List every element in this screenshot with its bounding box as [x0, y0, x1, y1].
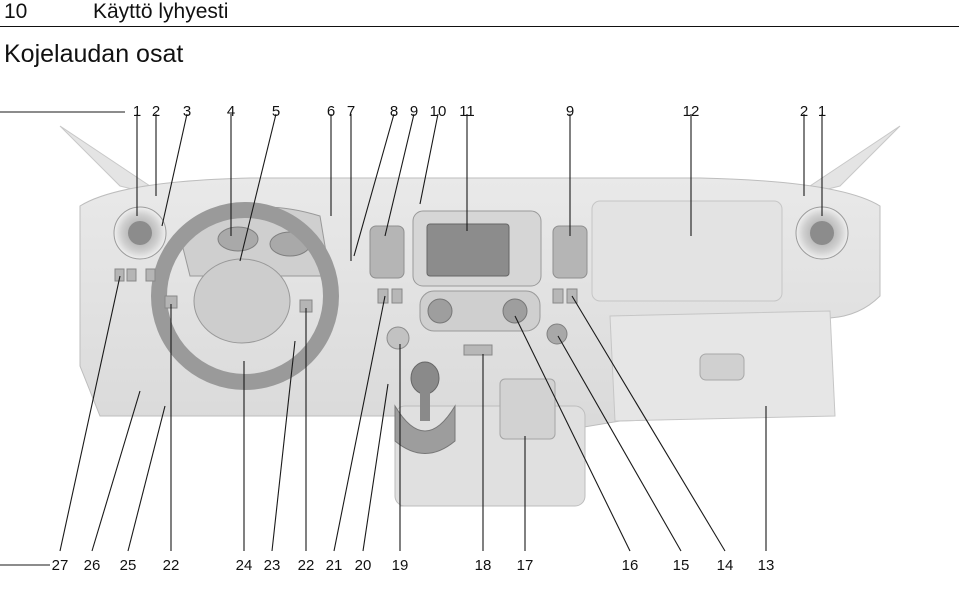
callout-top-3: 3: [183, 103, 191, 120]
callout-bottom-19: 19: [392, 557, 409, 574]
leader-lines: [0, 111, 823, 566]
callout-top-9: 9: [410, 103, 418, 120]
callout-top-11: 11: [459, 103, 475, 120]
callout-bottom-18: 18: [475, 557, 492, 574]
callout-bottom-13: 13: [758, 557, 775, 574]
callout-top-7: 7: [347, 103, 355, 120]
callout-bottom-20: 20: [355, 557, 372, 574]
callout-top-1: 1: [133, 103, 141, 120]
callout-top-2b: 2: [800, 103, 808, 120]
callout-bottom-15: 15: [673, 557, 690, 574]
callout-top-6: 6: [327, 103, 335, 120]
callout-bottom-23: 23: [264, 557, 281, 574]
callout-bottom-17: 17: [517, 557, 534, 574]
dashboard-drawing: [0, 86, 959, 591]
callout-bottom-25: 25: [120, 557, 137, 574]
callout-top-4: 4: [227, 103, 235, 120]
callout-top-2: 2: [152, 103, 160, 120]
callout-bottom-27: 27: [52, 557, 69, 574]
callout-top-10: 10: [430, 103, 447, 120]
dashboard-illustration: 1 2 3 4 5 6 7 8 9 10 11 9 12 2 1 27 26 2…: [0, 86, 959, 591]
callout-top-12: 12: [683, 103, 700, 120]
section-title: Käyttö lyhyesti: [93, 0, 229, 23]
bottom-callouts: 27 26 25 22 24 23 22 21 20 19 18 17 16 1…: [52, 557, 775, 574]
top-callouts: 1 2 3 4 5 6 7 8 9 10 11 9 12 2 1: [133, 103, 826, 120]
callout-bottom-22: 22: [163, 557, 180, 574]
callout-bottom-26: 26: [84, 557, 101, 574]
header-rule: [0, 26, 959, 27]
callout-top-5: 5: [272, 103, 280, 120]
page-number: 10: [4, 0, 28, 23]
callout-top-9b: 9: [566, 103, 574, 120]
callout-bottom-24: 24: [236, 557, 253, 574]
callout-bottom-16: 16: [622, 557, 639, 574]
callout-top-8: 8: [390, 103, 398, 120]
callout-bottom-21: 21: [326, 557, 343, 574]
callout-top-1b: 1: [818, 103, 826, 120]
page-heading: Kojelaudan osat: [4, 40, 184, 68]
callout-bottom-22b: 22: [298, 557, 315, 574]
callout-bottom-14: 14: [717, 557, 734, 574]
